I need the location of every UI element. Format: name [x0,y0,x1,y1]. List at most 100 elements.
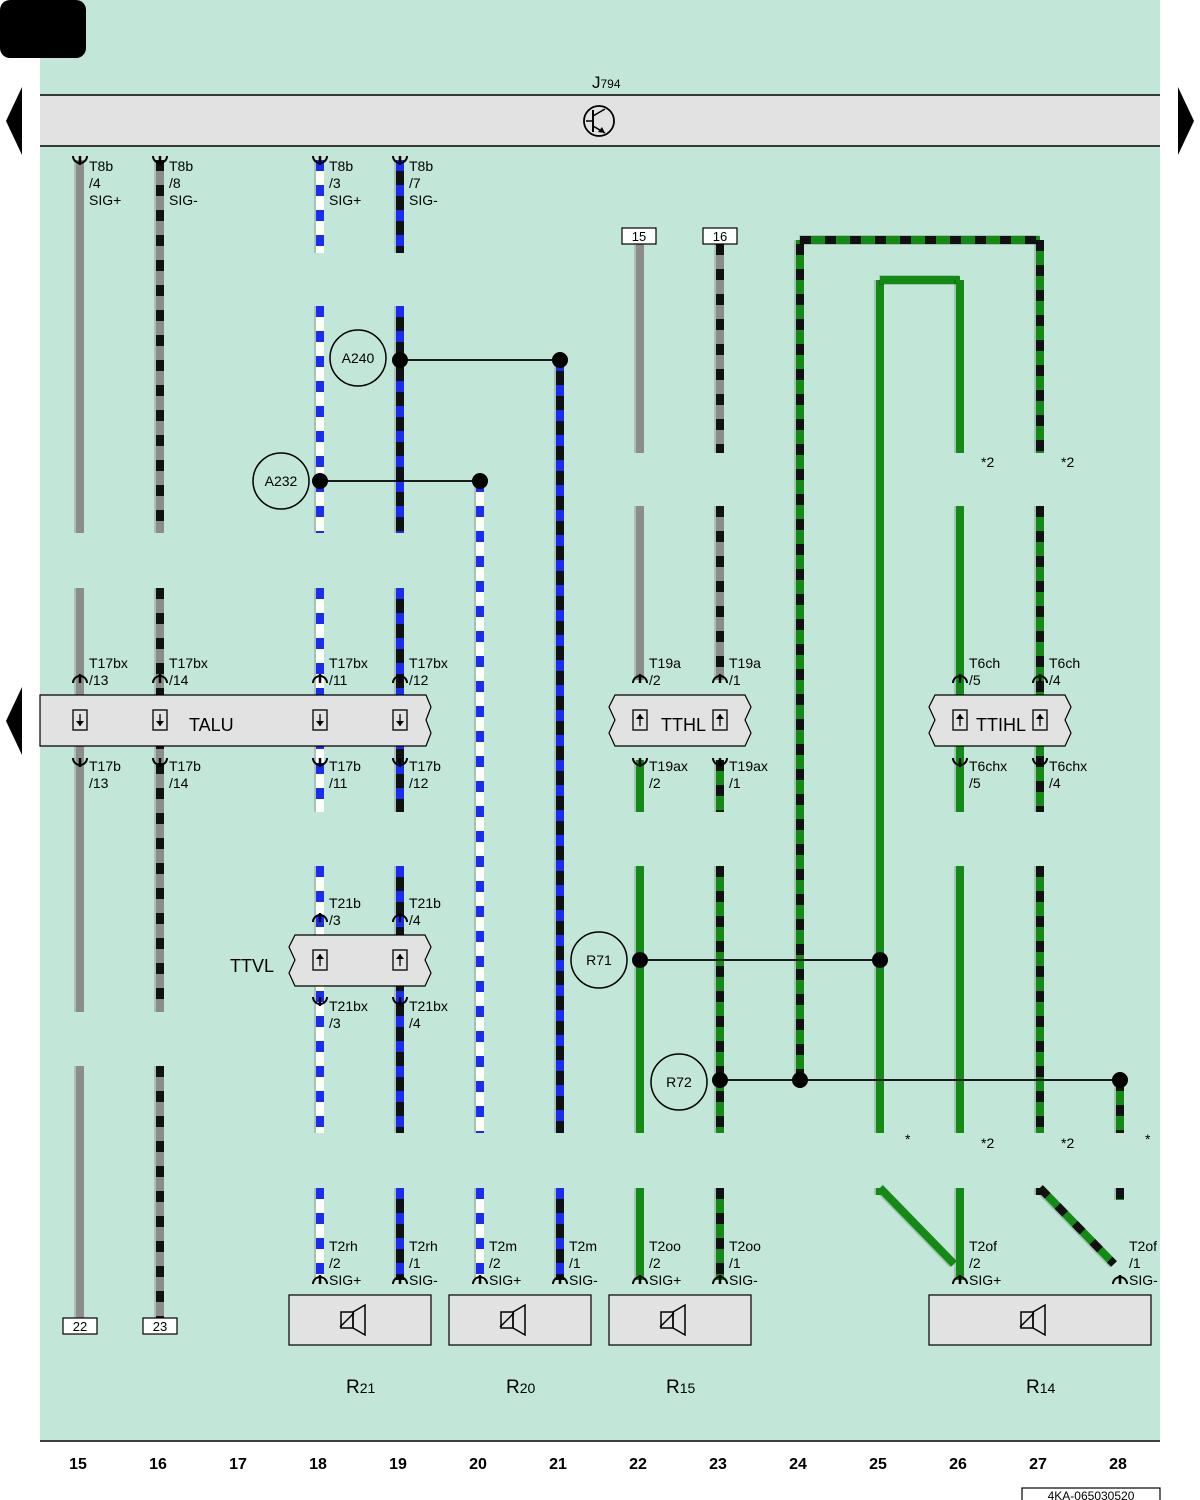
speaker-r15: R15 [608,1294,752,1398]
module-label-talu: TALU [189,715,234,735]
transistor-icon [583,105,615,137]
column-number: 17 [229,1456,247,1473]
pin-label-talu-bot-16: T17b/14 [169,758,201,791]
svg-text:A240: A240 [342,350,375,366]
speaker-icon [339,1303,366,1337]
svg-text:23: 23 [153,1319,167,1334]
speaker-r21: R21 [288,1294,432,1398]
module-ttvl: TTVL [230,934,432,987]
pin-label-ttvl-bot-19: T21bx/4 [409,998,448,1031]
svg-text:R71: R71 [586,952,612,968]
reference-22[interactable]: 22 [62,1317,98,1335]
pin-label-ttihl-top-26: T6ch/5 [969,655,1000,688]
footnote-mark: *2 [1061,1135,1074,1151]
reference-23[interactable]: 23 [142,1317,178,1335]
junction-a240[interactable]: A240 [329,329,387,387]
pin-label-talu-bot-18: T17b/11 [329,758,361,791]
column-number: 25 [869,1456,887,1473]
module-tthl: TTHL [608,694,752,747]
svg-text:16: 16 [713,229,727,244]
speaker-icon [659,1303,686,1337]
module-ttihl: TTIHL [928,694,1072,747]
nav-left-arrow-middle[interactable] [6,687,22,755]
junction-links [312,352,1128,1088]
pin-label-talu-top-18: T17bx/11 [329,655,368,688]
footnote-mark: * [905,1131,911,1147]
nav-right-arrow-top[interactable] [1178,87,1194,155]
speaker-label-r20: R20 [506,1377,536,1398]
column-number: 24 [789,1456,807,1473]
svg-text:22: 22 [73,1319,87,1334]
svg-text:4KA-065030520: 4KA-065030520 [1048,1489,1135,1500]
page-tab[interactable] [0,0,86,58]
speaker-label-r14: R14 [1026,1377,1056,1398]
column-number: 28 [1109,1456,1127,1473]
pin-label-talu-top-16: T17bx/14 [169,655,208,688]
pin-label-tthl-bot-22: T19ax/2 [649,758,688,791]
wires [74,160,1124,1320]
pin-label-talu-bot-15: T17b/13 [89,758,121,791]
junction-a232[interactable]: A232 [252,452,310,510]
pin-label-talu-top-19: T17bx/12 [409,655,448,688]
column-number: 19 [389,1456,407,1473]
speaker-label-r21: R21 [346,1377,376,1398]
pin-label-ttvl-top-19: T21b/4 [409,895,441,928]
column-number: 22 [629,1456,647,1473]
footnote-mark: * [1145,1131,1151,1147]
pin-label-ttihl-bot-27: T6chx/4 [1049,758,1087,791]
footnote-mark: *2 [981,454,994,470]
pin-label-talu-top-15: T17bx/13 [89,655,128,688]
svg-text:A232: A232 [265,473,298,489]
reference-16[interactable]: 16 [702,227,738,245]
column-number: 21 [549,1456,567,1473]
speaker-label-r15: R15 [666,1377,696,1398]
column-number: 20 [469,1456,487,1473]
nav-left-arrow-top[interactable] [6,87,22,155]
connectors [72,155,1128,1285]
control-unit-label: J794 [592,73,621,92]
svg-text:15: 15 [632,229,646,244]
module-label-ttihl: TTIHL [976,715,1026,735]
column-number: 26 [949,1456,967,1473]
pin-label-ttvl-bot-18: T21bx/3 [329,998,368,1031]
svg-text:R72: R72 [666,1074,692,1090]
pin-label-tthl-top-23: T19a/1 [729,655,761,688]
footnote-mark: *2 [1061,454,1074,470]
pin-label-talu-bot-19: T17b/12 [409,758,441,791]
speaker-r14: R14 [928,1294,1152,1398]
pin-label-tthl-top-22: T19a/2 [649,655,681,688]
column-number: 27 [1029,1456,1047,1473]
column-number: 23 [709,1456,727,1473]
column-number: 18 [309,1456,327,1473]
column-number: 15 [69,1456,87,1473]
pin-label-ttihl-bot-26: T6chx/5 [969,758,1007,791]
junction-r71[interactable]: R71 [570,931,628,989]
module-label-ttvl: TTVL [230,956,274,976]
control-unit-j794: J794 [40,73,1160,147]
module-talu: TALU [39,694,432,747]
reference-15[interactable]: 15 [621,227,657,245]
speaker-icon [1019,1303,1046,1337]
junction-r72[interactable]: R72 [650,1053,708,1111]
column-number: 16 [149,1456,167,1473]
footnote-mark: *2 [981,1135,994,1151]
pin-label-ttvl-top-18: T21b/3 [329,895,361,928]
pin-label-ttihl-top-27: T6ch/4 [1049,655,1080,688]
drawing-number: 4KA-065030520 [1021,1487,1161,1500]
module-label-tthl: TTHL [661,715,706,735]
speaker-icon [499,1303,526,1337]
pin-label-tthl-bot-23: T19ax/1 [729,758,768,791]
